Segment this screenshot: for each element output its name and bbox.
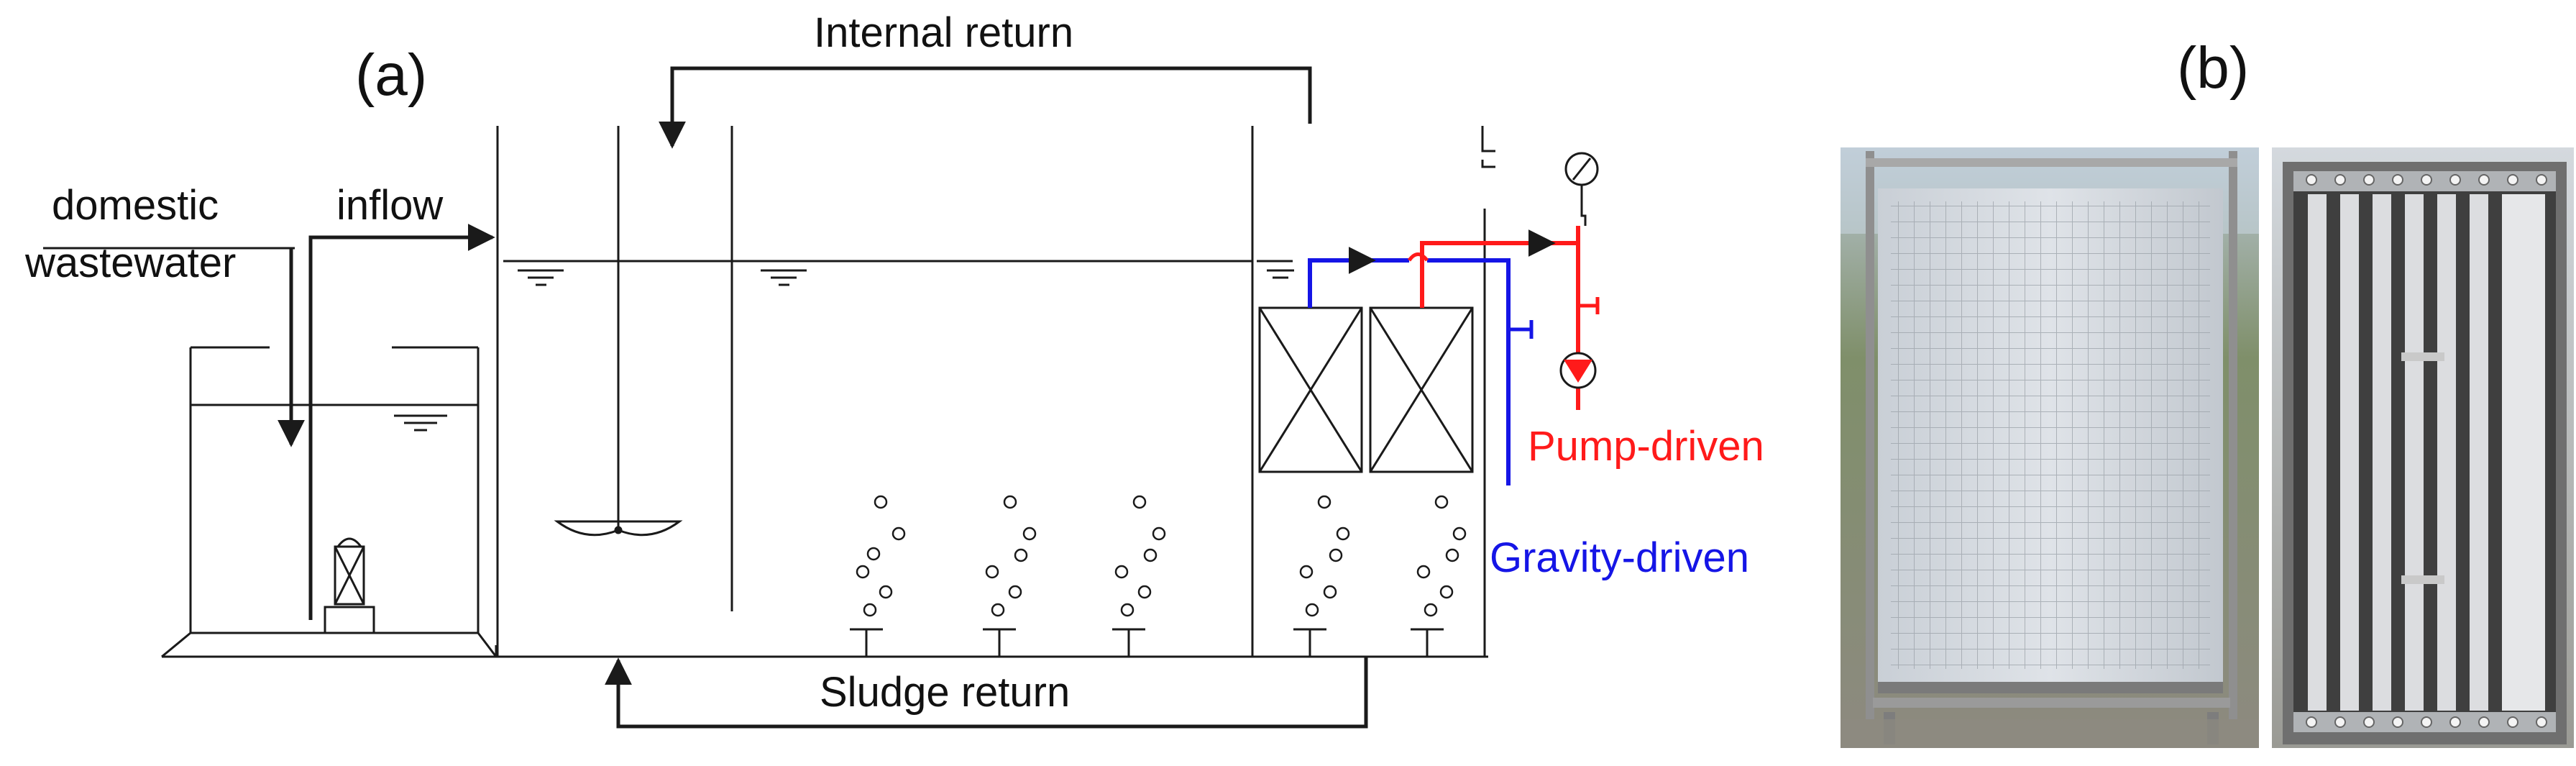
inflow-arrow (308, 224, 495, 620)
pressure-gauge-icon (1564, 152, 1599, 243)
panel-b-label: (b) (2177, 35, 2249, 101)
pump-icon (1559, 352, 1597, 389)
membrane-module-icon (1258, 306, 1363, 473)
panel-a-label: (a) (355, 42, 427, 108)
pump-driven-label: Pump-driven (1528, 423, 1764, 470)
mixer-icon (554, 126, 683, 537)
photo-membrane-module (2272, 147, 2574, 748)
photo-membrane-front (1841, 147, 2259, 748)
water-level-symbol (518, 269, 1294, 286)
bracket-lower (1481, 160, 1495, 168)
diffuser-icon (850, 628, 1444, 657)
base-slant-right (477, 632, 498, 657)
membrane-plates (2308, 194, 2545, 711)
pipe-crossover (1407, 252, 1429, 262)
internal-return-arrow (659, 66, 1312, 149)
base-slant-left (161, 632, 191, 658)
raw-water-tank (189, 346, 480, 633)
wastewater-label: wastewater (24, 240, 236, 286)
aeration-bubbles (856, 495, 1467, 617)
gravity-drop-line (1427, 258, 1511, 485)
internal-return-label: Internal return (814, 9, 1073, 56)
sludge-return-label: Sludge return (820, 669, 1070, 716)
inflow-label: inflow (336, 182, 444, 229)
sludge-return-arrow (605, 657, 1368, 729)
fittings (2306, 174, 2547, 728)
membrane-module-icon (1369, 306, 1474, 473)
pump-suction-line (1420, 241, 1580, 392)
domestic-label: domestic (52, 182, 219, 229)
bracket-top (1481, 126, 1495, 152)
gravity-permeate-line (1308, 258, 1409, 308)
gravity-driven-label: Gravity-driven (1490, 534, 1749, 581)
submersible-pump-icon (324, 537, 375, 634)
panel-a (43, 66, 1600, 729)
